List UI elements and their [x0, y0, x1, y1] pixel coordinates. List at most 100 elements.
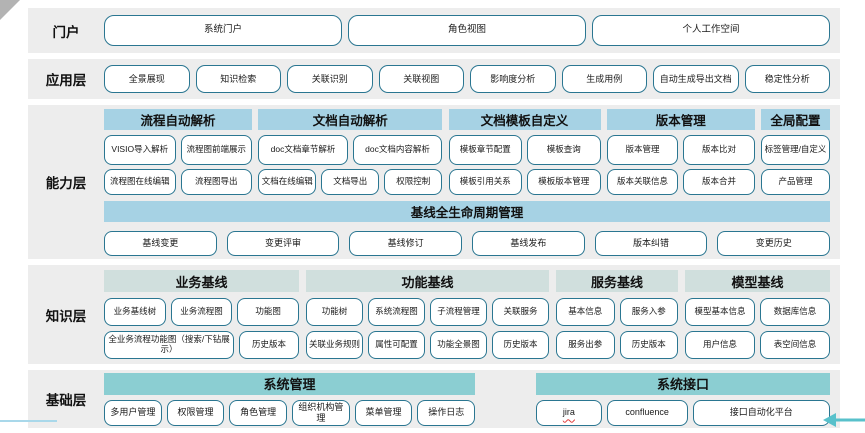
item-button[interactable]: 历史版本: [619, 331, 678, 359]
item-button[interactable]: 关联视图: [378, 65, 464, 93]
item-button[interactable]: 模板引用关系: [448, 168, 522, 195]
layer-label-capability: 能力层: [45, 176, 87, 191]
group-header: 文档自动解析: [258, 108, 443, 130]
item-button[interactable]: 接口自动化平台: [692, 399, 830, 426]
item-button[interactable]: 操作日志: [417, 399, 476, 426]
item-button[interactable]: 菜单管理: [354, 399, 413, 426]
item-button[interactable]: 角色管理: [229, 399, 288, 426]
item-button[interactable]: 模板查询: [527, 134, 601, 165]
group-header: 系统接口: [536, 372, 830, 395]
item-button[interactable]: 版本比对: [683, 134, 755, 165]
button-row: 基线变更变更评审基线修订基线发布版本纠错变更历史: [104, 230, 831, 256]
item-button[interactable]: 权限控制: [384, 168, 443, 195]
group-rows: 模型基本信息数据库信息用户信息表空间信息: [685, 298, 830, 359]
item-button[interactable]: 业务流程图: [170, 298, 233, 326]
button-row: 流程图在线编辑流程图导出: [104, 168, 252, 195]
item-button[interactable]: 自动生成导出文档: [653, 65, 739, 93]
item-button[interactable]: 数据库信息: [760, 298, 830, 326]
button-row: 模板引用关系模板版本管理: [448, 168, 601, 195]
item-button[interactable]: 关联识别: [287, 65, 373, 93]
layer-content-app: 全景展现知识检索关联识别关联视图影响度分析生成用例自动生成导出文档稳定性分析: [104, 59, 840, 99]
item-button[interactable]: 文档导出: [321, 168, 380, 195]
item-button[interactable]: 多用户管理: [104, 399, 162, 426]
corner-fold-decoration: [0, 0, 20, 20]
item-button[interactable]: 模板版本管理: [527, 168, 601, 195]
item-button[interactable]: 变更评审: [226, 230, 340, 256]
group-rows: 版本管理版本比对版本关联信息版本合并: [606, 134, 755, 195]
item-button[interactable]: 全景展现: [104, 65, 190, 93]
item-button[interactable]: 全业务流程功能图（搜索/下钻展示）: [104, 331, 235, 359]
item-button[interactable]: jira: [536, 399, 602, 426]
item-button[interactable]: 知识检索: [195, 65, 281, 93]
item-button[interactable]: 模板章节配置: [448, 134, 522, 165]
item-button[interactable]: 业务基线树: [104, 298, 166, 326]
item-button[interactable]: 模型基本信息: [685, 298, 755, 326]
item-button[interactable]: 系统流程图: [368, 298, 425, 326]
item-button[interactable]: 功能树: [306, 298, 363, 326]
item-button[interactable]: 历史版本: [239, 331, 299, 359]
item-button[interactable]: 生成用例: [561, 65, 647, 93]
item-button[interactable]: 组织机构管理: [292, 399, 350, 426]
item-button[interactable]: 关联服务: [492, 298, 549, 326]
group: 版本管理版本管理版本比对版本关联信息版本合并: [606, 108, 755, 195]
item-button[interactable]: 角色视图: [348, 15, 586, 46]
item-button[interactable]: 影响度分析: [470, 65, 556, 93]
button-row: VISIO导入解析流程图前端展示: [104, 134, 252, 165]
item-button[interactable]: 系统门户: [104, 15, 342, 46]
item-button[interactable]: VISIO导入解析: [104, 134, 176, 165]
item-button[interactable]: 功能图: [237, 298, 300, 326]
item-button[interactable]: 流程图导出: [180, 168, 252, 195]
item-button[interactable]: 流程图在线编辑: [104, 168, 176, 195]
group-header: 模型基线: [685, 270, 830, 292]
item-button[interactable]: 个人工作空间: [592, 15, 830, 46]
item-button[interactable]: 版本关联信息: [606, 168, 679, 195]
button-row: 版本管理版本比对: [606, 134, 755, 165]
button-row: 功能树系统流程图子流程管理关联服务: [306, 298, 549, 326]
item-button[interactable]: 基线修订: [349, 230, 463, 256]
bottom-left-line-decoration: [0, 420, 57, 422]
group-header: 文档模板自定义: [448, 108, 601, 130]
item-button[interactable]: 流程图前端展示: [180, 134, 252, 165]
item-button[interactable]: 基线变更: [104, 230, 217, 256]
item-button[interactable]: 服务出参: [556, 331, 615, 359]
group-header: 业务基线: [104, 270, 299, 292]
item-button[interactable]: 服务入参: [619, 298, 678, 326]
item-button[interactable]: 版本纠错: [594, 230, 708, 256]
group: 业务基线业务基线树业务流程图功能图全业务流程功能图（搜索/下钻展示）历史版本: [104, 270, 300, 359]
layer-content-knowledge: 业务基线业务基线树业务流程图功能图全业务流程功能图（搜索/下钻展示）历史版本功能…: [104, 265, 840, 364]
item-button[interactable]: 属性可配置: [368, 331, 425, 359]
button-row: 全景展现知识检索关联识别关联视图影响度分析生成用例自动生成导出文档稳定性分析: [104, 65, 830, 93]
item-button[interactable]: 稳定性分析: [744, 65, 830, 93]
item-button[interactable]: 功能全景图: [430, 331, 487, 359]
item-button[interactable]: 权限管理: [166, 399, 225, 426]
button-row: 文档在线编辑文档导出权限控制: [258, 168, 443, 195]
item-button[interactable]: 版本合并: [683, 168, 755, 195]
item-button[interactable]: doc文档内容解析: [352, 134, 443, 165]
item-button[interactable]: 基本信息: [556, 298, 615, 326]
layer-content-portal: 系统门户角色视图个人工作空间: [104, 8, 840, 53]
item-button[interactable]: 基线发布: [472, 230, 585, 256]
group-rows: 基本信息服务入参服务出参历史版本: [556, 298, 678, 359]
layer-app: 应用层全景展现知识检索关联识别关联视图影响度分析生成用例自动生成导出文档稳定性分…: [28, 59, 840, 99]
item-button[interactable]: 子流程管理: [430, 298, 487, 326]
button-row: 模型基本信息数据库信息: [685, 298, 830, 326]
item-button[interactable]: 变更历史: [717, 230, 831, 256]
group-rows: 业务基线树业务流程图功能图全业务流程功能图（搜索/下钻展示）历史版本: [104, 298, 300, 359]
item-button[interactable]: 关联业务规则: [306, 331, 363, 359]
item-button[interactable]: 表空间信息: [760, 331, 830, 359]
button-row: 业务基线树业务流程图功能图: [104, 298, 300, 326]
item-button[interactable]: 用户信息: [685, 331, 755, 359]
layer-portal: 门户系统门户角色视图个人工作空间: [28, 8, 840, 53]
item-button[interactable]: confluence: [606, 399, 688, 426]
item-button[interactable]: 产品管理: [761, 168, 830, 195]
item-button[interactable]: 标签管理/自定义: [761, 134, 830, 165]
group-header: 版本管理: [606, 108, 755, 130]
item-button[interactable]: 历史版本: [492, 331, 549, 359]
item-button[interactable]: 版本管理: [606, 134, 679, 165]
item-button[interactable]: doc文档章节解析: [258, 134, 348, 165]
item-button[interactable]: 文档在线编辑: [258, 168, 317, 195]
